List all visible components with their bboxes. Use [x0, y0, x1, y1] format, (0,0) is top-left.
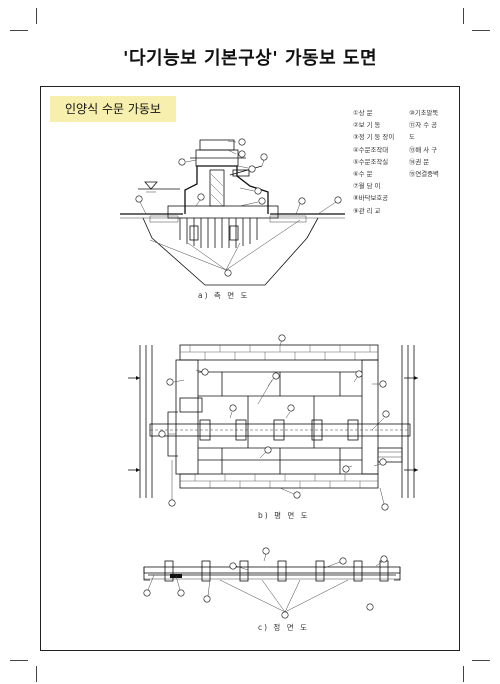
legend-entry: ⑮연결중벽: [409, 170, 439, 179]
drawing-frame: [40, 86, 460, 651]
crop-mark: [36, 8, 37, 24]
crop-mark: [472, 30, 490, 31]
legend-entry: ⑨관 리 교: [353, 206, 381, 215]
crop-mark: [36, 666, 37, 682]
legend-row: ⑦월 담 이: [353, 180, 439, 192]
crop-mark: [463, 8, 464, 24]
crop-mark: [472, 660, 490, 661]
legend-entry: ①상 문: [353, 109, 373, 117]
legend-entry: 도: [409, 133, 415, 142]
caption-side-view: a) 측 면 도: [198, 291, 250, 300]
legend-entry: ⑧바닥보호공: [353, 194, 389, 203]
legend-row: ①상 문 ⑩기초말뚝: [353, 107, 439, 119]
legend-entry: ⑪자 수 공: [409, 121, 438, 130]
legend-entry: ⑬배 사 구: [409, 145, 438, 154]
legend-entry: ③정 기 둥 장이: [353, 133, 395, 142]
legend-row: ⑧바닥보호공: [353, 192, 439, 204]
crop-mark: [10, 660, 28, 661]
legend-row: ⑨관 리 교: [353, 205, 439, 217]
legend-row: ⑤수문조작실 ⑭권 문: [353, 156, 439, 168]
front-view-drawing: [143, 547, 401, 619]
side-view-drawing: [120, 138, 345, 286]
caption-plan-view: b) 평 면 도: [258, 511, 310, 520]
crop-mark: [10, 30, 28, 31]
legend-entry: ⑥수 문: [353, 170, 373, 179]
legend-entry: ⑦월 담 이: [353, 182, 381, 191]
legend-row: ④수문조작대 ⑬배 사 구: [353, 144, 439, 156]
caption-front-view: c) 정 면 도: [258, 623, 309, 632]
legend-row: ②보 기 동 ⑪자 수 공: [353, 119, 439, 131]
page-title: '다기능보 기본구상' 가동보 도면: [122, 48, 378, 69]
legend-entry: ⑤수문조작실: [353, 157, 389, 166]
legend-entry: ④수문조작대: [353, 145, 389, 154]
legend-entry: ⑩기초말뚝: [409, 109, 439, 117]
legend-entry: ②보 기 동: [353, 121, 381, 130]
plan-view-drawing: [128, 334, 418, 511]
legend: ①상 문 ⑩기초말뚝 ②보 기 동 ⑪자 수 공 ③정 기 둥 장이 도 ④수문조작대 ⑬배 …: [353, 107, 439, 217]
section-label: 인양식 수문 가동보: [50, 96, 176, 122]
legend-row: ③정 기 둥 장이 도: [353, 131, 439, 143]
legend-row: ⑥수 문 ⑮연결중벽: [353, 168, 439, 180]
crop-mark: [463, 666, 464, 682]
legend-entry: ⑭권 문: [409, 157, 430, 166]
